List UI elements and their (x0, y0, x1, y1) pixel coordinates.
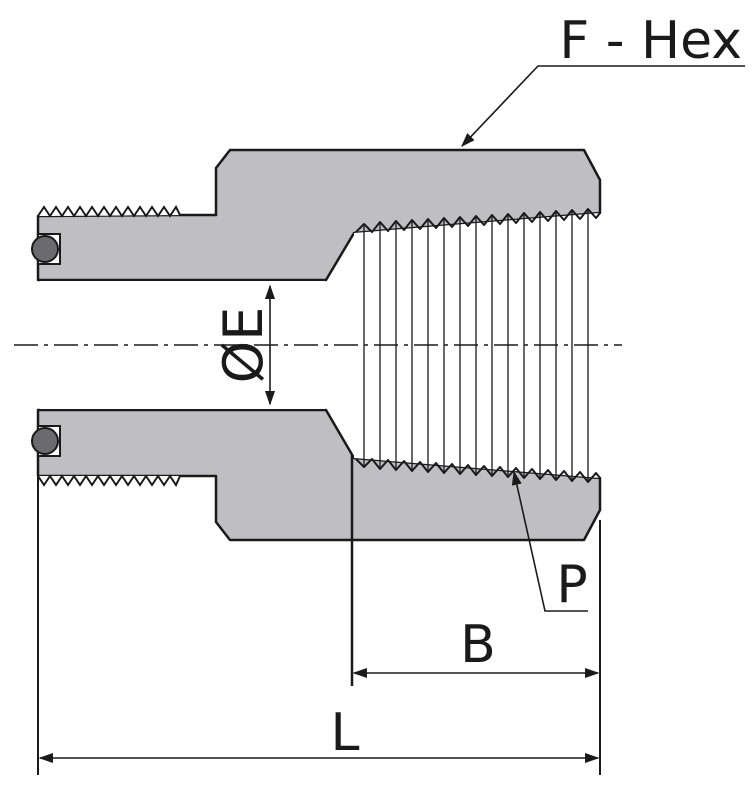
female-thread-top (355, 208, 601, 233)
port-leader-line (511, 470, 588, 612)
thread-length-label: B (460, 615, 496, 675)
port-label: P (556, 555, 587, 615)
overall-length-label: L (331, 703, 360, 763)
male-thread-bottom (37, 474, 181, 488)
male-thread-top (37, 205, 181, 218)
body-upper-half (36, 148, 602, 282)
bore-label: ØE (212, 307, 275, 384)
female-thread-bottom (355, 458, 601, 483)
hex-label: F - Hex (559, 11, 742, 71)
oring-top (31, 235, 59, 263)
oring-bottom (31, 427, 59, 455)
hex-leader-line (461, 65, 745, 148)
